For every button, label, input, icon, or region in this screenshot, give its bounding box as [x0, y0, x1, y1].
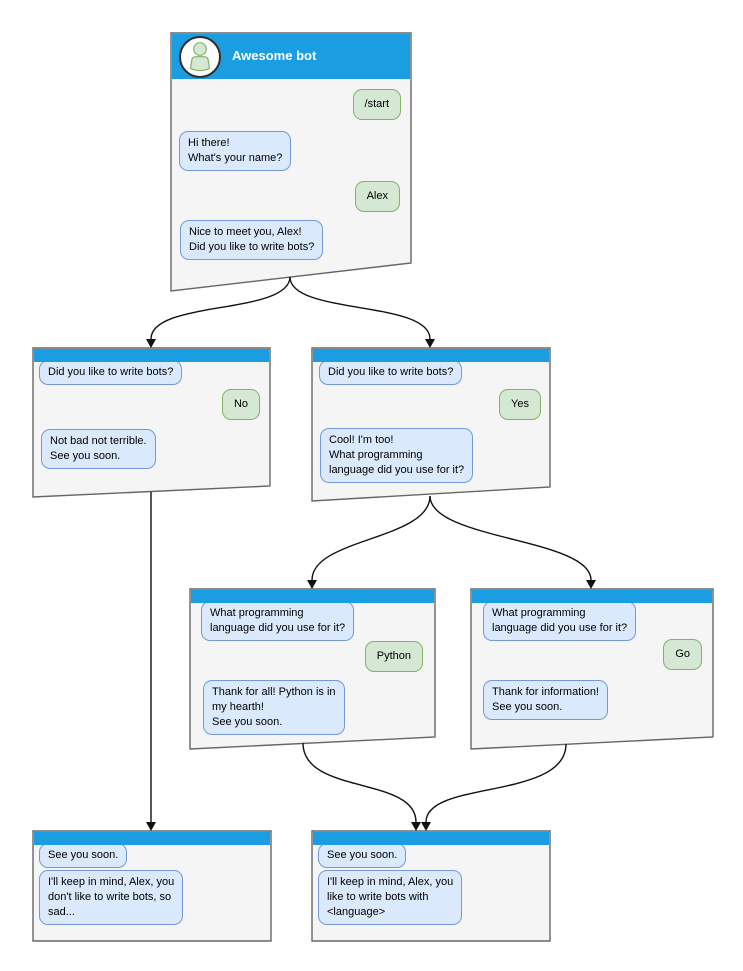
- connector-yes-to-go: [429, 495, 592, 581]
- chat-window-end-yes: See you soon. I'll keep in mind, Alex, y…: [312, 831, 550, 941]
- bot-message-bubble: Hi there! What's your name?: [179, 131, 292, 171]
- chat-window-end-yes-titlebar: [313, 832, 549, 845]
- bot-message-bubble: See you soon.: [39, 843, 128, 868]
- chat-window-branch-no: Did you like to write bots? No Not bad n…: [33, 348, 270, 497]
- connector-start-to-no: [150, 276, 291, 340]
- bot-message-bubble: Did you like to write bots?: [39, 360, 183, 385]
- arrowhead-no-to-end: [146, 822, 156, 831]
- connector-go-to-end: [425, 743, 567, 823]
- arrowhead-yes-to-python: [307, 580, 317, 589]
- chat-window-end-no: See you soon. I'll keep in mind, Alex, y…: [33, 831, 271, 941]
- bot-message-bubble: Did you like to write bots?: [319, 360, 463, 385]
- user-message-bubble: /start: [352, 89, 401, 120]
- chat-window-lang-python-titlebar: [191, 590, 434, 603]
- chat-window-lang-go-titlebar: [472, 590, 712, 603]
- connector-start-to-yes: [289, 276, 431, 340]
- connector-yes-to-python: [311, 495, 431, 581]
- bot-message-bubble: Thank for information! See you soon.: [483, 680, 608, 720]
- bot-message-bubble: I'll keep in mind, Alex, you like to wri…: [318, 870, 463, 925]
- chat-window-lang-python: What programming language did you use fo…: [190, 589, 435, 749]
- bot-title: Awesome bot: [232, 48, 317, 63]
- chat-window-branch-yes: Did you like to write bots? Yes Cool! I'…: [312, 348, 550, 501]
- bot-avatar-icon: [179, 36, 221, 78]
- bot-message-bubble: Thank for all! Python is in my hearth! S…: [203, 680, 345, 735]
- user-message-bubble: Yes: [499, 389, 541, 420]
- chat-window-start-titlebar: Awesome bot: [172, 34, 410, 79]
- arrowhead-yes-to-go: [586, 580, 596, 589]
- bot-message-bubble: Nice to meet you, Alex! Did you like to …: [180, 220, 324, 260]
- bot-message-bubble: See you soon.: [318, 843, 407, 868]
- user-message-bubble: No: [221, 389, 260, 420]
- bot-message-bubble: What programming language did you use fo…: [201, 601, 355, 641]
- user-message-bubble: Alex: [354, 181, 400, 212]
- chat-window-branch-yes-titlebar: [313, 349, 549, 362]
- arrowhead-python-to-end: [411, 822, 421, 831]
- bot-message-bubble: I'll keep in mind, Alex, you don't like …: [39, 870, 184, 925]
- bot-message-bubble: Cool! I'm too! What programming language…: [320, 428, 474, 483]
- chat-window-branch-no-titlebar: [34, 349, 269, 362]
- chat-window-start: Awesome bot /start Hi there! What's your…: [171, 33, 411, 291]
- arrowhead-go-to-end: [421, 822, 431, 831]
- bot-message-bubble: Not bad not terrible. See you soon.: [41, 429, 156, 469]
- arrowhead-start-to-no: [146, 339, 156, 348]
- bot-message-bubble: What programming language did you use fo…: [483, 601, 637, 641]
- chat-window-end-no-titlebar: [34, 832, 270, 845]
- connector-python-to-end: [302, 742, 417, 823]
- chat-window-lang-go: What programming language did you use fo…: [471, 589, 713, 749]
- user-message-bubble: Python: [364, 641, 423, 672]
- user-message-bubble: Go: [663, 639, 702, 670]
- arrowhead-start-to-yes: [425, 339, 435, 348]
